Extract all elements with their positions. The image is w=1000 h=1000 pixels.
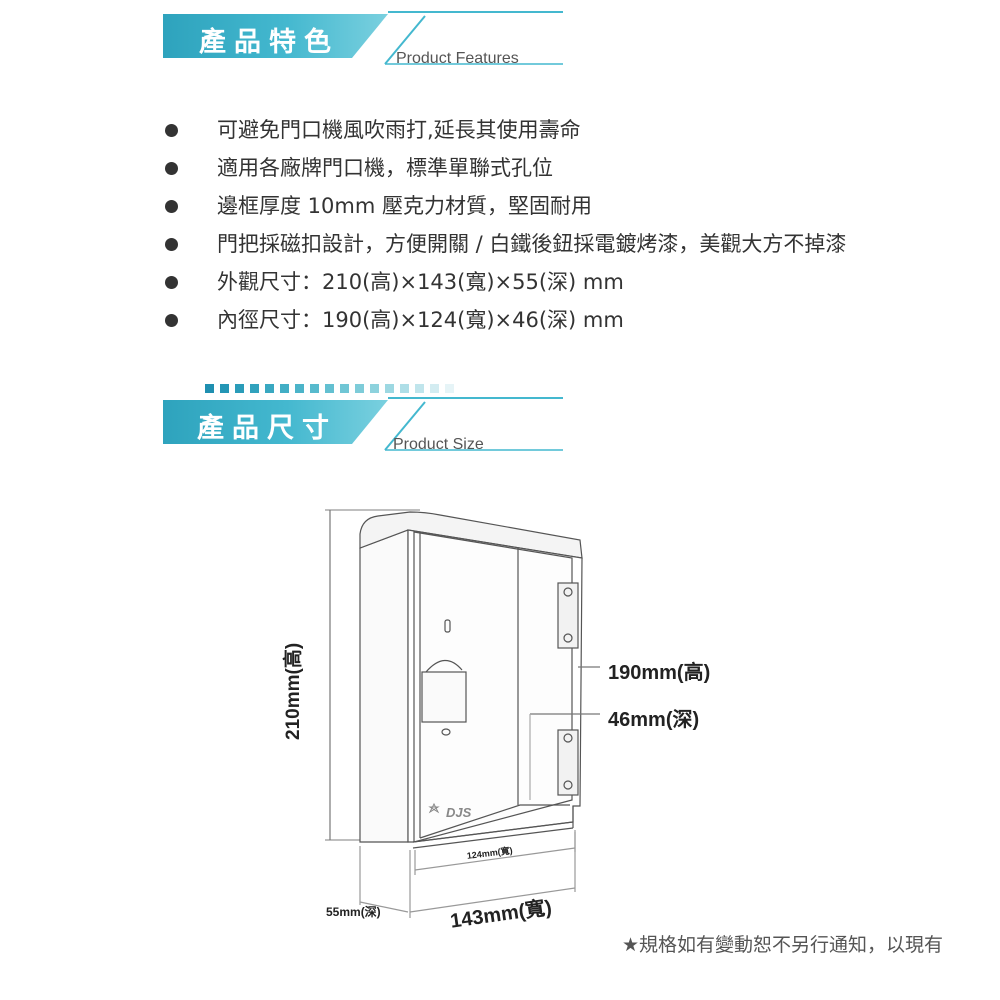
brand-logo: DJS (428, 802, 472, 820)
bullet-icon (165, 162, 178, 175)
inner-depth-label: 46mm(深) (608, 709, 700, 731)
outer-depth-label: 55mm(深) (326, 905, 381, 919)
bullet-icon (165, 238, 178, 251)
size-header: 產品尺寸 Product Size (163, 392, 583, 453)
list-item: 可避免門口機風吹雨打,延長其使用壽命 (160, 112, 980, 150)
list-item: 邊框厚度 10mm 壓克力材質，堅固耐用 (160, 188, 980, 226)
section-subtitle: Product Size (393, 436, 484, 453)
list-item: 內徑尺寸：190(高)×124(寬)×46(深) mm (160, 302, 980, 340)
section-subtitle: Product Features (396, 50, 519, 67)
logo-text: DJS (446, 805, 472, 820)
header-decoration (384, 11, 563, 65)
list-item: 門把採磁扣設計，方便開關 / 白鐵後鈕採電鍍烤漆，美觀大方不掉漆 (160, 226, 980, 264)
bullet-icon (165, 124, 178, 137)
list-item: 外觀尺寸：210(高)×143(寬)×55(深) mm (160, 264, 980, 302)
disclaimer-note: ★規格如有變動恕不另行通知，以現有 (622, 934, 944, 956)
header-decoration (384, 397, 563, 451)
list-item: 適用各廠牌門口機，標準單聯式孔位 (160, 150, 980, 188)
outer-height-label: 210mm(高) (283, 642, 304, 740)
bullet-icon (165, 314, 178, 327)
header-band (163, 14, 388, 58)
section-title: 產品特色 (199, 27, 339, 58)
inner-height-label: 190mm(高) (608, 662, 711, 684)
header-band (163, 400, 388, 444)
bullet-icon (165, 276, 178, 289)
feature-list: 可避免門口機風吹雨打,延長其使用壽命 適用各廠牌門口機，標準單聯式孔位 邊框厚度… (160, 112, 980, 340)
bullet-icon (165, 200, 178, 213)
features-header: 產品特色 Product Features (163, 6, 583, 67)
section-title: 產品尺寸 (197, 413, 337, 444)
divider-dashes (205, 384, 454, 393)
